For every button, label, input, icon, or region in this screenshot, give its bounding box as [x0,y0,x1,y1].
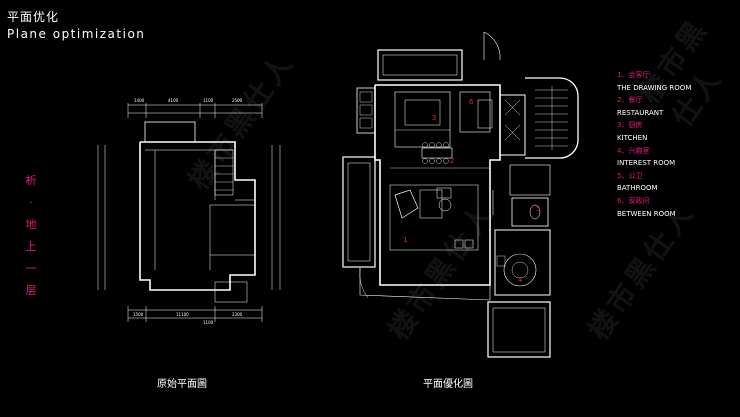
room-marker-4: 4 [518,276,523,284]
room-markers: 1 2 3 4 5 6 [403,98,540,284]
dim-label: 1100 [203,98,214,103]
side-label-char: 析 [25,174,37,187]
dim-label: 1100 [203,320,214,325]
side-label: 析 · 地 上 一 层 [23,170,39,302]
dim-label: 1500 [133,312,144,317]
page-subtitle: Plane optimization [7,27,146,41]
dim-label: 1400 [134,98,145,103]
side-label-char: 上 [25,240,37,253]
optimized-floor-plan [342,31,579,358]
side-label-char: 层 [25,284,37,297]
legend-item-en: KITCHEN [617,133,648,142]
room-marker-1: 1 [403,236,407,244]
room-marker-2: 2 [450,157,454,165]
legend-item-en: BATHROOM [617,184,658,193]
dim-label: 4100 [168,98,179,103]
room-marker-3: 3 [432,114,436,122]
legend-item-en: BETWEEN ROOM [617,209,676,218]
page-title: 平面优化 [7,10,60,24]
legend-item-en: RESTAURANT [617,108,664,117]
side-label-char: 地 [25,218,37,231]
room-marker-5: 5 [536,205,540,213]
original-floor-plan: 1400 4100 1100 2500 1500 11100 1100 2300 [97,98,281,325]
legend-item: 1、会客厅 [617,71,650,79]
legend-item: 2、餐厅 [617,96,643,105]
legend-item: 6、家政间 [617,196,650,205]
dim-label: 11100 [176,312,189,317]
room-marker-6: 6 [469,98,474,106]
legend-item-en: THE DRAWING ROOM [617,83,692,92]
legend-item-en: INTEREST ROOM [617,159,676,168]
dim-label: 2300 [232,312,243,317]
legend-item: 4、兴趣室 [617,146,650,155]
side-label-char: 一 [25,262,37,275]
legend-item: 3、厨房 [617,121,643,130]
legend-item: 5、公卫 [617,171,643,180]
side-label-char: · [29,196,33,209]
room-legend: 1、会客厅 THE DRAWING ROOM 2、餐厅 RESTAURANT 3… [617,69,691,220]
caption-optimized-plan: 平面優化圖 [423,379,473,390]
dim-label: 2500 [232,98,243,103]
caption-original-plan: 原始平面圖 [157,379,207,390]
